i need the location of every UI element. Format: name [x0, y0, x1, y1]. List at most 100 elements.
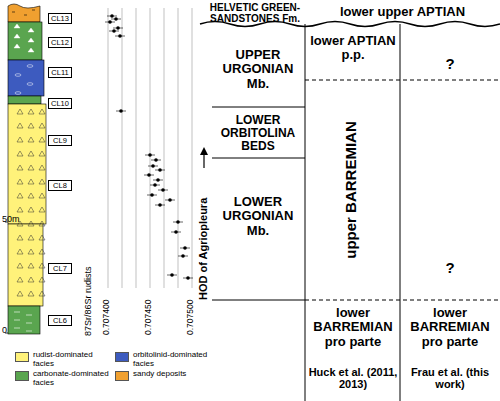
data-point	[114, 17, 118, 21]
stage-label: lower APTIAN p.p.	[307, 34, 399, 63]
bed-label: CL11	[51, 68, 68, 77]
carbonate-band	[8, 306, 40, 334]
rudist-symbol	[39, 235, 45, 240]
rudist-symbol	[28, 277, 34, 282]
rudist-symbol	[39, 193, 45, 198]
rudist-symbol	[39, 123, 45, 128]
stage-label: upper BARREMIAN	[343, 85, 360, 295]
rudist-symbol	[39, 137, 45, 142]
member-label: UPPER URGONIAN Mb.	[212, 48, 304, 91]
data-point	[154, 158, 158, 162]
legend-swatch	[15, 371, 29, 381]
bed-label-box: CL6	[48, 315, 72, 326]
data-point	[112, 29, 116, 33]
sandy-band	[8, 4, 40, 22]
rudist-symbol	[28, 179, 34, 184]
column-divider	[400, 24, 401, 401]
rudist-band	[8, 104, 46, 224]
rudist-symbol	[28, 249, 34, 254]
rudist-symbol	[28, 123, 34, 128]
rudist-symbol	[17, 263, 23, 268]
data-point	[186, 276, 190, 280]
data-point	[118, 34, 122, 38]
sand-symbol	[12, 10, 35, 15]
data-point	[108, 20, 112, 24]
data-point	[176, 220, 180, 224]
stage-label: lower upper APTIAN	[305, 5, 500, 19]
axis-tick-label: 0.707500	[186, 289, 195, 335]
legend-label: rudist-dominated facies	[33, 351, 113, 369]
orbitolinid-band	[8, 60, 44, 96]
rudist-symbol	[17, 137, 23, 142]
rudist-symbol	[17, 277, 23, 282]
rudist-symbol	[28, 137, 34, 142]
bed-label: CL8	[53, 181, 67, 190]
rudist-symbol	[39, 165, 45, 170]
data-point	[181, 254, 185, 258]
data-point	[156, 178, 160, 182]
rudist-symbol	[39, 277, 45, 282]
scale-label: 50m	[2, 215, 32, 225]
bed-label: CL9	[53, 136, 67, 145]
bed-label-box: CL10	[48, 98, 72, 109]
bed-label-box: CL11	[48, 67, 72, 78]
axis-title: 87Sr/86Sr rudists	[84, 241, 94, 336]
data-point	[148, 153, 152, 157]
data-point	[168, 198, 172, 202]
rudist-symbol	[28, 263, 34, 268]
bed-label-box: CL9	[48, 135, 72, 146]
rudist-symbol	[28, 193, 34, 198]
legend-swatch	[115, 352, 129, 362]
hod-label: HOD of Agriopleura	[197, 170, 209, 300]
rudist-symbol	[39, 207, 45, 212]
carbonate-symbol	[14, 44, 34, 52]
orbitolinid-symbol	[27, 65, 33, 68]
bed-label-box: CL12	[48, 37, 72, 48]
legend-swatch	[115, 371, 129, 381]
bed-label: CL13	[51, 14, 69, 23]
rudist-symbol	[28, 109, 34, 114]
unit-label: LOWER ORBITOLINA BEDS	[212, 114, 304, 154]
legend-swatch	[15, 352, 29, 362]
hod-arrowhead	[200, 147, 208, 155]
rudist-symbol	[28, 165, 34, 170]
data-point	[183, 246, 187, 250]
orbitolinid-symbol	[15, 92, 21, 95]
orbitolinid-symbol	[27, 83, 33, 86]
uncertain-mark: ?	[400, 260, 500, 277]
legend-label: orbitolinid-dominated facies	[133, 351, 213, 369]
unit-boundary	[212, 158, 305, 159]
legend-label: carbonate-dominated facies	[33, 370, 113, 388]
stage-boundary	[305, 80, 500, 81]
rudist-symbol	[28, 221, 34, 226]
unit-boundary	[212, 300, 305, 301]
carbonate-symbol	[14, 328, 32, 331]
rudist-symbol	[17, 151, 23, 156]
rudist-symbol	[28, 151, 34, 156]
rudist-symbol	[39, 179, 45, 184]
rudist-symbol	[17, 165, 23, 170]
carbonate-band	[8, 22, 42, 60]
scale-label: 0	[2, 326, 12, 336]
rudist-symbol	[39, 109, 45, 114]
rudist-symbol	[17, 249, 23, 254]
legend-label: sandy deposits	[133, 370, 213, 379]
data-point	[110, 14, 114, 18]
orbitolinid-symbol	[15, 74, 21, 77]
column-divider	[305, 24, 306, 401]
data-point	[158, 168, 162, 172]
member-label: LOWER URGONIAN Mb.	[212, 195, 304, 238]
bed-label-box: CL13	[48, 13, 72, 24]
bed-label: CL12	[51, 38, 69, 47]
rudist-symbol	[17, 193, 23, 198]
rudist-symbol	[39, 263, 45, 268]
stage-label: lower BARREMIAN pro parte	[403, 306, 497, 349]
data-point	[170, 273, 174, 277]
data-point	[119, 109, 123, 113]
rudist-symbol	[17, 235, 23, 240]
sr-grid	[108, 8, 192, 288]
rudist-symbol	[17, 179, 23, 184]
carbonate-band	[8, 96, 41, 104]
data-point	[153, 183, 157, 187]
unit-boundary	[212, 107, 305, 108]
